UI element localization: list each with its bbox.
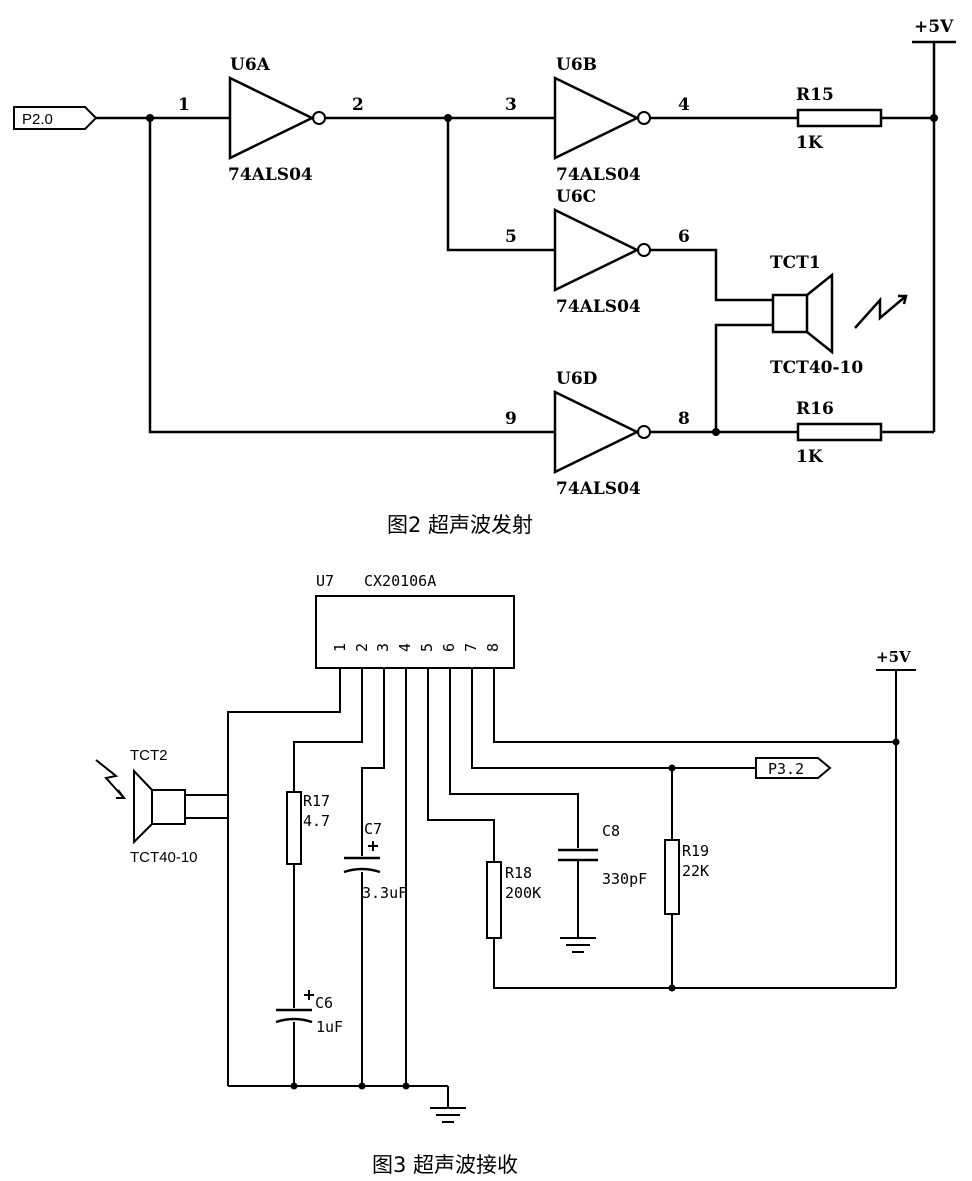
- ic-u7-part: CX20106A: [364, 572, 436, 590]
- port-p2-0-label: P2.0: [22, 111, 53, 128]
- gate-u6a-part: 74ALS04: [228, 165, 313, 185]
- resistor-r18: R18 200K: [486, 861, 541, 939]
- vcc-label-bottom: +5V: [876, 648, 911, 666]
- resistor-r18-value: 200K: [505, 884, 541, 902]
- capacitor-c7-ref: C7: [364, 820, 382, 838]
- transducer-tct2: TCT2 TCT40-10: [95, 747, 198, 866]
- capacitor-c8-value: 330pF: [602, 870, 647, 888]
- capacitor-c7-value: 3.3uF: [362, 884, 407, 902]
- gate-u6c-part: 74ALS04: [556, 297, 641, 317]
- ic-pin-1: 1: [331, 643, 349, 652]
- figure-2-caption: 图2 超声波发射: [387, 513, 533, 537]
- vcc-rail-bottom: +5V: [876, 648, 916, 988]
- gate-u6a-pin-in: 1: [178, 95, 190, 115]
- transducer-tct1: TCT1 TCT40-10: [770, 253, 908, 378]
- gate-u6d-ref: U6D: [556, 369, 598, 389]
- port-p2-0: P2.0: [13, 106, 98, 130]
- port-p3-2: P3.2: [755, 757, 832, 779]
- figure-3-caption: 图3 超声波接收: [372, 1153, 518, 1177]
- capacitor-c6: C6 1uF: [275, 990, 343, 1036]
- ic-u7-pin-numbers: 1 2 3 4 5 6 7 8: [331, 643, 502, 652]
- transducer-tct1-ref: TCT1: [770, 253, 821, 273]
- ground-symbol-c8: [560, 860, 596, 953]
- ic-pin-2: 2: [353, 643, 371, 652]
- gate-u6d: U6D 74ALS04 9 8: [505, 369, 690, 499]
- gate-u6c: U6C 74ALS04 5 6: [505, 187, 690, 317]
- resistor-r15-ref: R15: [796, 85, 834, 105]
- ic-pin-8: 8: [484, 643, 502, 652]
- ic-u7: U7 CX20106A 1 2 3 4 5 6 7 8: [315, 572, 515, 669]
- ic-pin-6: 6: [440, 643, 458, 652]
- ground-symbol-main: [430, 1086, 466, 1123]
- gate-u6b-pin-out: 4: [678, 95, 690, 115]
- transducer-tct1-part: TCT40-10: [770, 358, 863, 378]
- ic-u7-ref: U7: [316, 572, 334, 590]
- figure-2-transmitter: P2.0 U6A 74ALS04 1 2 U6B 74ALS04 3 4: [13, 17, 956, 537]
- gate-u6b: U6B 74ALS04 3 4: [505, 55, 690, 185]
- gate-u6c-pin-in: 5: [505, 227, 517, 247]
- gate-u6b-pin-in: 3: [505, 95, 517, 115]
- ic-pin-7: 7: [462, 643, 480, 652]
- resistor-r19-value: 22K: [682, 862, 709, 880]
- gate-u6d-pin-out: 8: [678, 409, 690, 429]
- capacitor-c6-ref: C6: [315, 994, 333, 1012]
- ic-pin-4: 4: [396, 643, 414, 652]
- vcc-rail-top: +5V: [912, 17, 956, 432]
- gate-u6a-ref: U6A: [230, 55, 271, 75]
- resistor-r17-ref: R17: [303, 792, 330, 810]
- capacitor-c7: C7 3.3uF: [343, 820, 407, 902]
- ic-pin-5: 5: [418, 643, 436, 652]
- vcc-label-top: +5V: [914, 17, 954, 37]
- resistor-r17: R17 4.7: [286, 791, 330, 865]
- gate-u6a-pin-out: 2: [352, 95, 364, 115]
- resistor-r19-ref: R19: [682, 842, 709, 860]
- gate-u6c-pin-out: 6: [678, 227, 690, 247]
- resistor-r16-value: 1K: [796, 447, 824, 467]
- gate-u6b-part: 74ALS04: [556, 165, 641, 185]
- ic-pin-3: 3: [374, 643, 392, 652]
- resistor-r16-ref: R16: [796, 399, 834, 419]
- resistor-r15: R15 1K: [796, 85, 883, 153]
- gate-u6b-ref: U6B: [556, 55, 597, 75]
- port-p3-2-label: P3.2: [768, 760, 804, 778]
- figure-3-receiver: U7 CX20106A 1 2 3 4 5 6 7 8 TCT2 TCT40-1…: [95, 572, 916, 1177]
- gate-u6c-ref: U6C: [556, 187, 596, 207]
- resistor-r16: R16 1K: [796, 399, 883, 467]
- transducer-tct2-ref: TCT2: [130, 747, 168, 764]
- capacitor-c6-value: 1uF: [316, 1018, 343, 1036]
- resistor-r19: R19 22K: [664, 839, 709, 915]
- resistor-r17-value: 4.7: [303, 812, 330, 830]
- resistor-r15-value: 1K: [796, 133, 824, 153]
- transducer-tct2-part: TCT40-10: [130, 849, 198, 866]
- resistor-r18-ref: R18: [505, 864, 532, 882]
- gate-u6d-part: 74ALS04: [556, 479, 641, 499]
- gate-u6d-pin-in: 9: [505, 409, 517, 429]
- gate-u6a: U6A 74ALS04 1 2: [178, 55, 364, 185]
- capacitor-c8-ref: C8: [602, 822, 620, 840]
- capacitor-c8: C8 330pF: [558, 822, 647, 888]
